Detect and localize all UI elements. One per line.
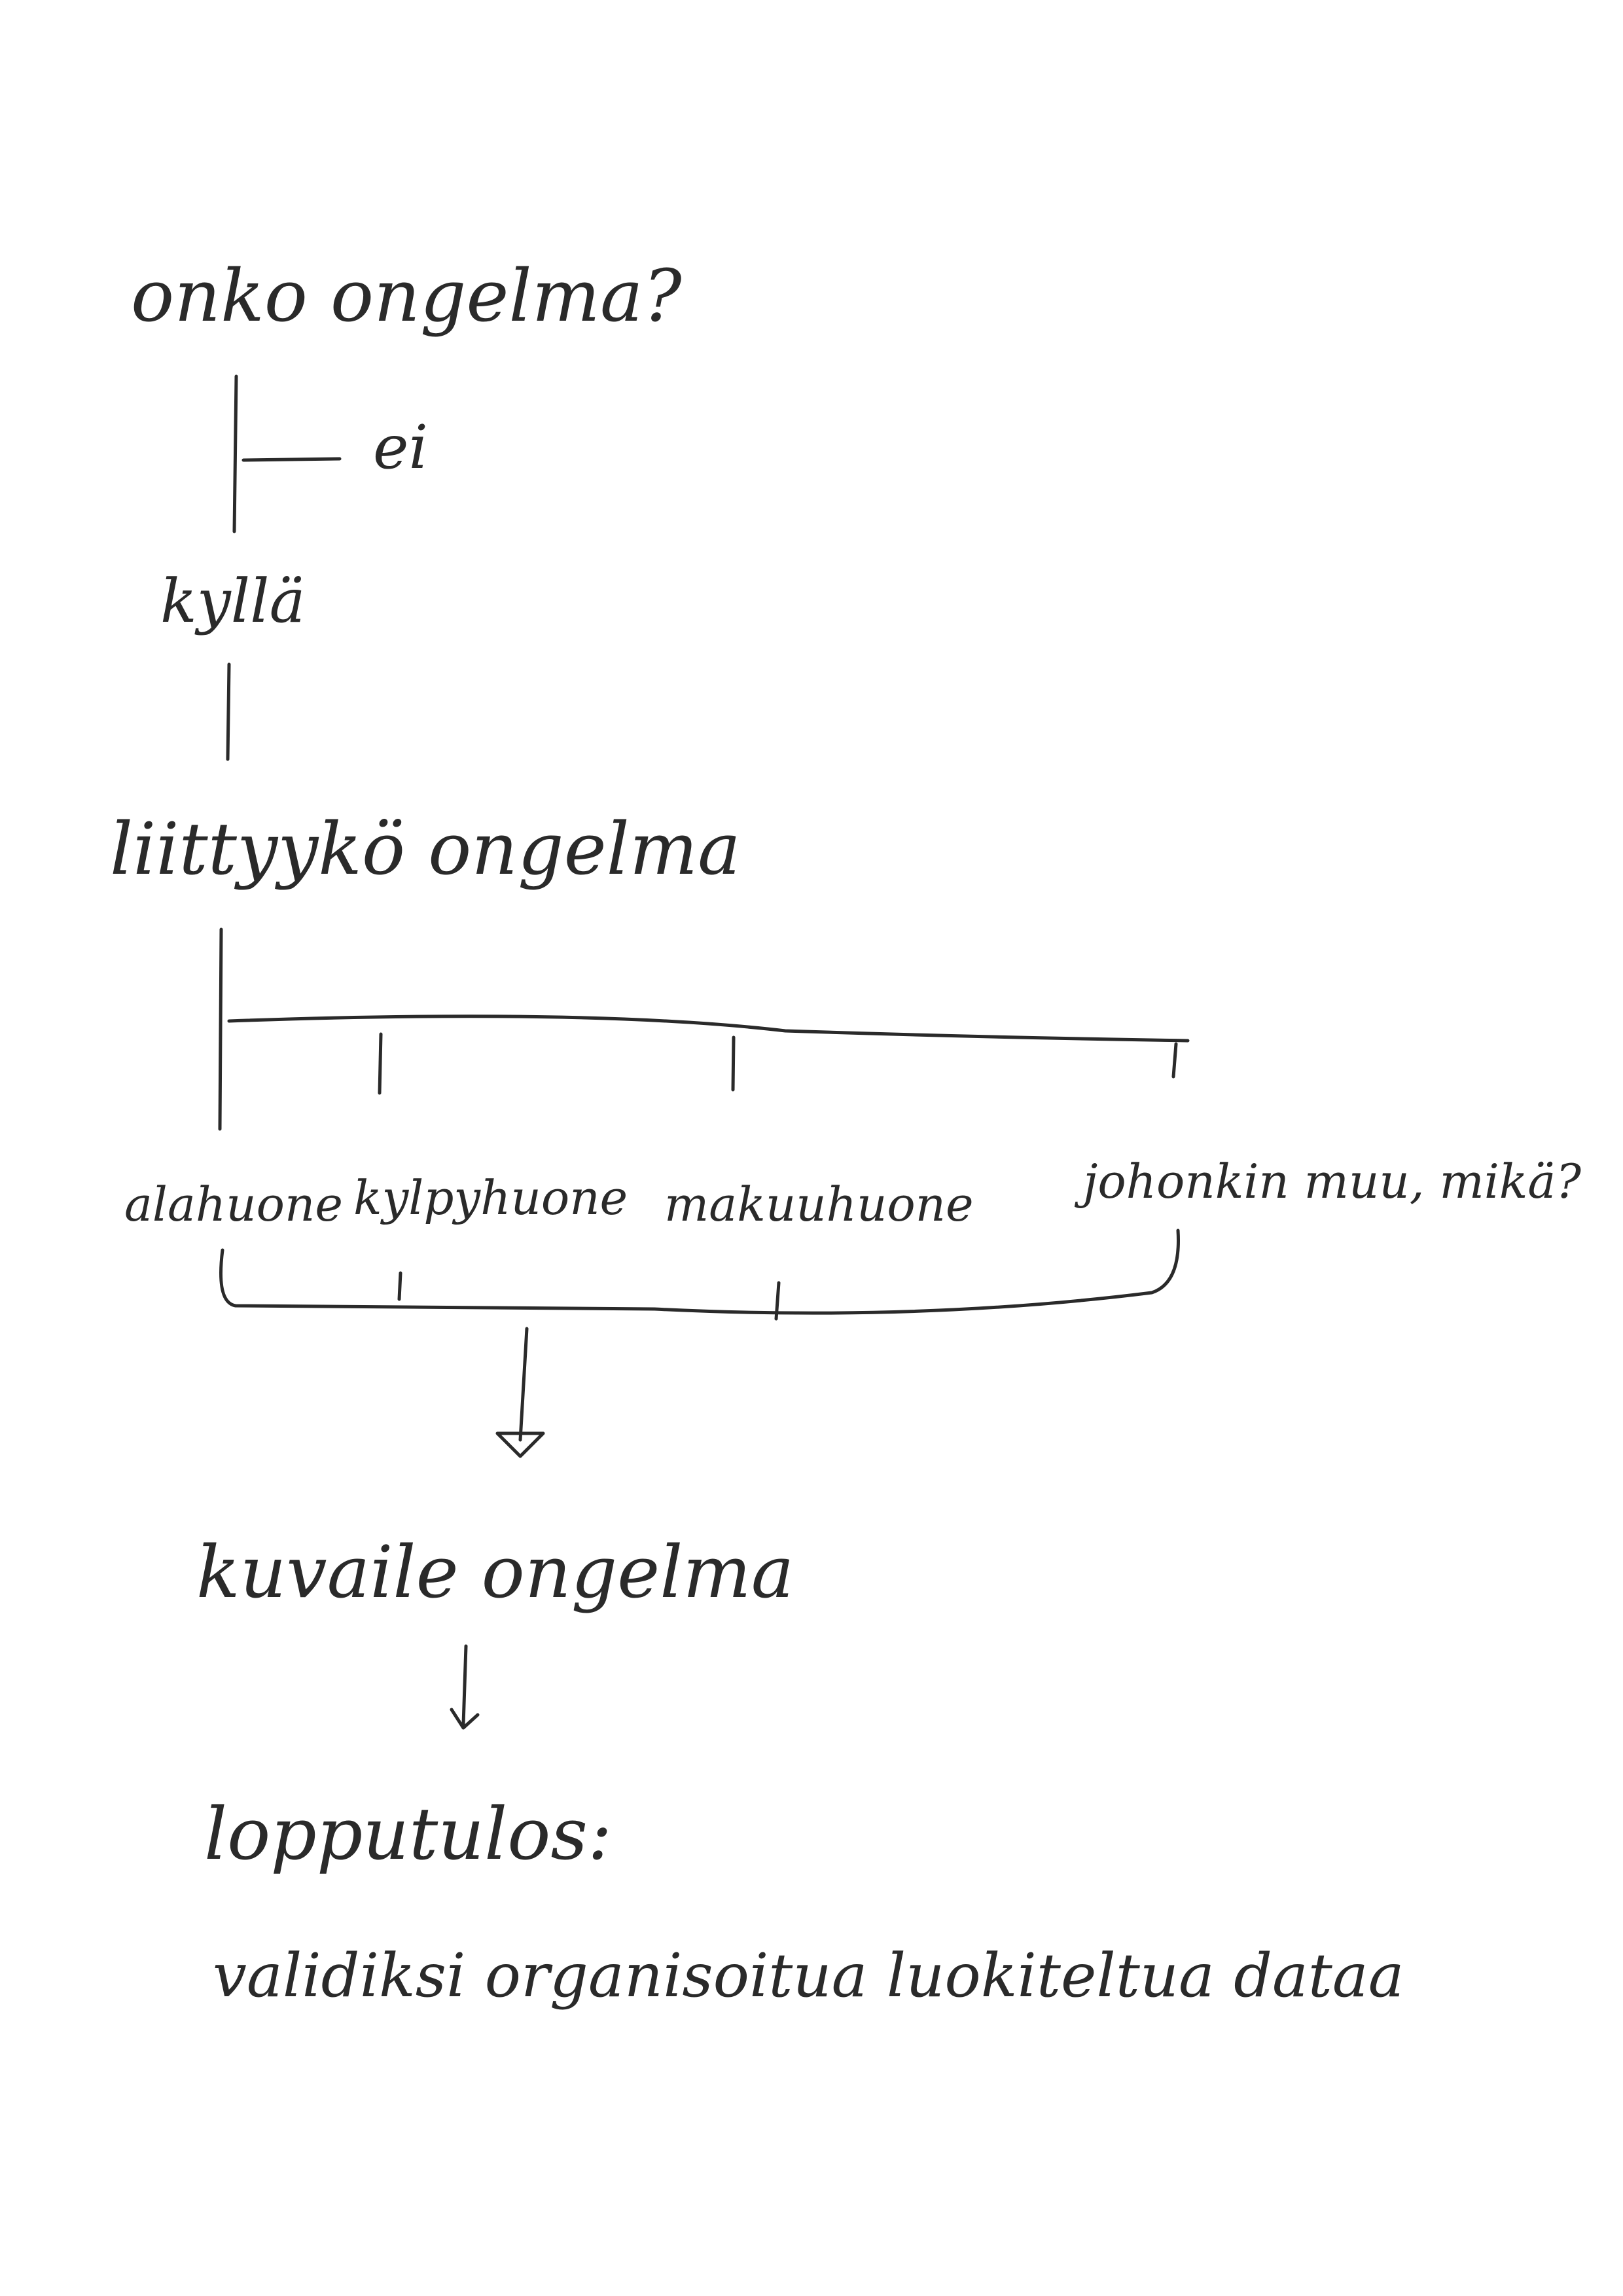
- option-alahuone: alahuone: [124, 1177, 343, 1232]
- connector-line: [232, 374, 238, 533]
- arrow-line: [518, 1327, 529, 1442]
- result-label: lopputulos:: [204, 1792, 612, 1876]
- describe-node: kuvaile ongelma: [196, 1530, 794, 1614]
- options-branch-line: [227, 1014, 1190, 1043]
- option-other: johonkin muu, mikä?: [1074, 1154, 1581, 1209]
- result-text: validiksi organisoitua luokiteltua dataa: [213, 1941, 1404, 2011]
- no-branch-line: [241, 457, 342, 462]
- branch-tick: [731, 1035, 736, 1092]
- arrow-down-icon: [495, 1431, 545, 1458]
- brace-tick: [774, 1281, 781, 1321]
- option-kylpyhuone: kylpyhuone: [353, 1170, 628, 1225]
- branch-tick: [378, 1032, 383, 1095]
- option-makuuhuone: makuuhuone: [664, 1177, 974, 1232]
- yes-label: kyllä: [160, 566, 305, 636]
- question-node: onko ongelma?: [131, 254, 683, 338]
- arrow-down-icon: [450, 1708, 480, 1730]
- options-merge-brace: [219, 1229, 1180, 1315]
- branch-tick: [1171, 1042, 1178, 1079]
- no-label: ei: [373, 412, 428, 482]
- connector-line: [226, 662, 231, 761]
- arrow-line: [461, 1644, 468, 1727]
- connector-line: [218, 927, 223, 1131]
- related-question-node: liittyykö ongelma: [110, 807, 741, 891]
- brace-tick: [397, 1271, 402, 1301]
